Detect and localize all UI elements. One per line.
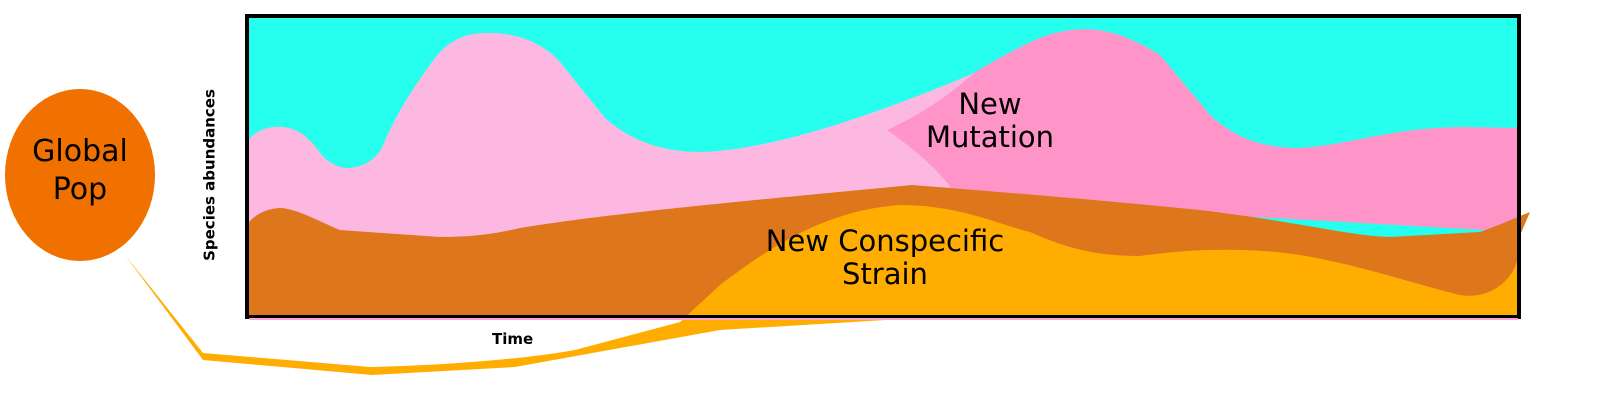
x-axis-label: Time: [492, 330, 534, 348]
new-strain-line1: New Conspecific: [765, 224, 1005, 258]
new-mutation-line1: New: [958, 87, 1022, 121]
global-pop-line1: Global: [32, 134, 128, 169]
new-strain-label: New Conspecific Strain: [735, 224, 1035, 292]
global-pop-node: [5, 89, 155, 261]
global-pop-line2: Pop: [52, 171, 108, 207]
y-axis-label: Species abundances: [200, 89, 219, 261]
new-mutation-label: New Mutation: [900, 87, 1080, 155]
new-mutation-area: [887, 29, 1518, 233]
new-strain-line2: Strain: [842, 257, 928, 292]
plot-frame: [245, 14, 1521, 319]
global-pop-label: Global Pop: [5, 133, 155, 208]
new-mutation-line2: Mutation: [925, 120, 1055, 155]
new-strain-area: [125, 205, 1518, 375]
